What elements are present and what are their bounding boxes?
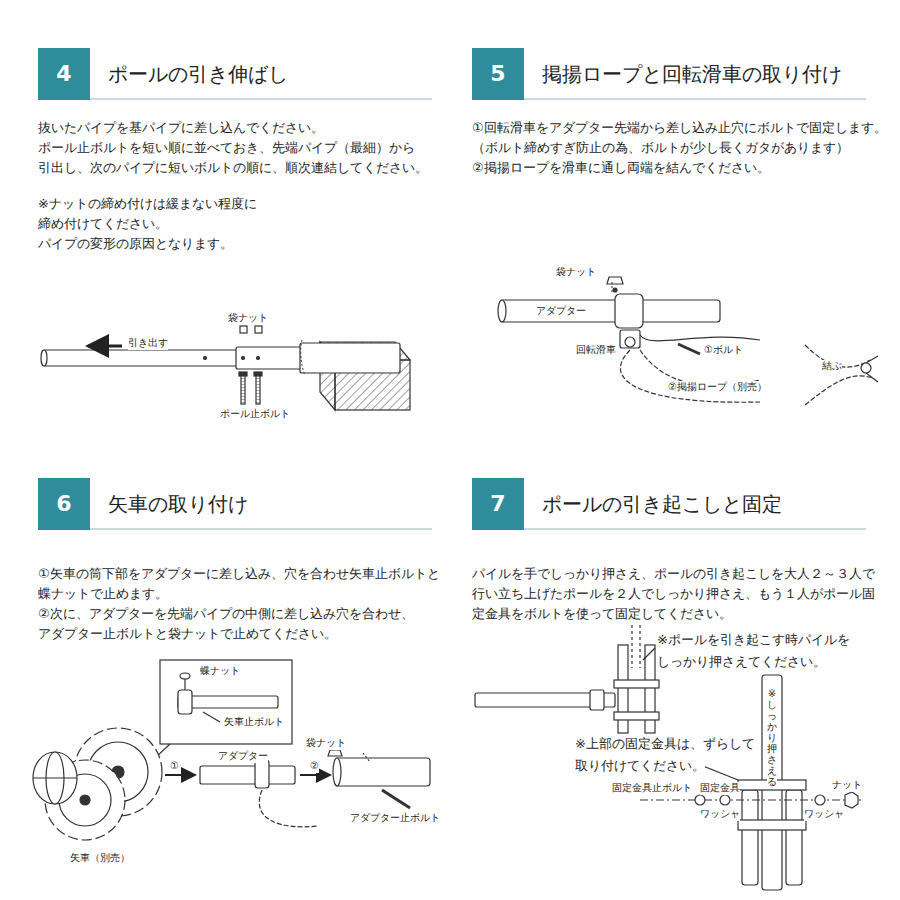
instruction-text: ※ナットの締め付けは緩まない程度に (38, 196, 257, 212)
section-header: 4 ポールの引き伸ばし (38, 48, 288, 100)
instruction-text: 行い立ち上げたポールを２人でしっかり押さえ、もう１人がポール固 (472, 586, 875, 602)
step-title: 掲揚ロープと回転滑車の取り付け (542, 61, 842, 88)
instruction-text: 取り付けてください。 (575, 758, 705, 774)
instruction-text: ①矢車の筒下部をアダプターに差し込み、穴を合わせ矢車止ボルトと (38, 566, 440, 582)
instruction-text: 定金具をボルトを使って固定してください。 (472, 606, 732, 622)
part-label: ① (170, 760, 179, 773)
part-label: アダプター止ボルト (350, 812, 440, 825)
part-label: ワッシャ (804, 808, 844, 821)
part-label: 袋ナット (306, 737, 346, 750)
section-header: 5 掲揚ロープと回転滑車の取り付け (472, 48, 842, 100)
part-label: 固定金具 (700, 782, 740, 795)
step-title: ポールの引き伸ばし (108, 61, 288, 88)
part-label: アダプター (536, 305, 586, 318)
step-number: 6 (38, 478, 90, 530)
part-label: 結ぶ (822, 360, 842, 373)
instruction-text: パイルを手でしっかり押さえ、ポールの引き起こしを大人２～３人で (472, 566, 875, 582)
part-label: アダプター (218, 750, 268, 763)
section-header: 7 ポールの引き起こしと固定 (472, 478, 782, 530)
instruction-text: 引出し、次のパイプに短いボルトの順に、順次連結してください。 (38, 160, 428, 176)
part-label: 固定金具止ボルト (612, 782, 692, 795)
part-label: ①ボルト (704, 344, 743, 357)
part-label: ワッシャ (700, 808, 740, 821)
part-label: 蝶ナット (200, 665, 240, 678)
instruction-text: ①回転滑車をアダプター先端から差し込み止穴にボルトで固定します。 (472, 120, 887, 136)
step-title: ポールの引き起こしと固定 (542, 491, 782, 518)
instruction-text: しっかり押さえてください。 (657, 654, 826, 670)
instruction-text: パイプの変形の原因となります。 (38, 236, 233, 252)
instruction-text: ②次に、アダプターを先端パイプの中側に差し込み穴を合わせ、 (38, 606, 414, 622)
instruction-text: 蝶ナットで止めます。 (38, 586, 168, 602)
part-label: 回転滑車 (576, 344, 616, 357)
step-title: 矢車の取り付け (108, 491, 248, 518)
part-label: ポール止ボルト (220, 408, 290, 421)
instruction-text: ②掲揚ロープを滑車に通し両端を結んでください。 (472, 160, 770, 176)
part-label: 矢車（別売） (70, 852, 130, 865)
instruction-text: アダプター止ボルトと袋ナットで止めてください。 (38, 626, 337, 642)
section-header: 6 矢車の取り付け (38, 478, 248, 530)
instruction-text: ポール止ボルトを短い順に並べておき、先端パイプ（最細）から (38, 140, 415, 156)
instruction-text: 締め付けてください。 (38, 216, 168, 232)
step-number: 7 (472, 478, 524, 530)
step-number: 4 (38, 48, 90, 100)
part-label: 袋ナット (556, 266, 596, 279)
part-label: 引き出す (128, 337, 168, 350)
part-label: 矢車止ボルト (224, 716, 284, 729)
part-label: 袋ナット (228, 312, 268, 325)
part-label: ② (310, 760, 319, 773)
part-label: ②掲揚ロープ（別売） (668, 381, 767, 394)
part-label: ナット (832, 779, 862, 792)
instruction-text: 抜いたパイプを基パイプに差し込んでください。 (38, 120, 324, 136)
step-number: 5 (472, 48, 524, 100)
instruction-text: ※上部の固定金具は、ずらして (575, 736, 755, 752)
instruction-text: （ボルト締めすぎ防止の為、ボルトが少し長くガタがあります） (472, 140, 849, 156)
vertical-note: ※しっかり押さえる (767, 688, 777, 787)
instruction-text: ※ポールを引き起こす時パイルを (657, 632, 850, 648)
